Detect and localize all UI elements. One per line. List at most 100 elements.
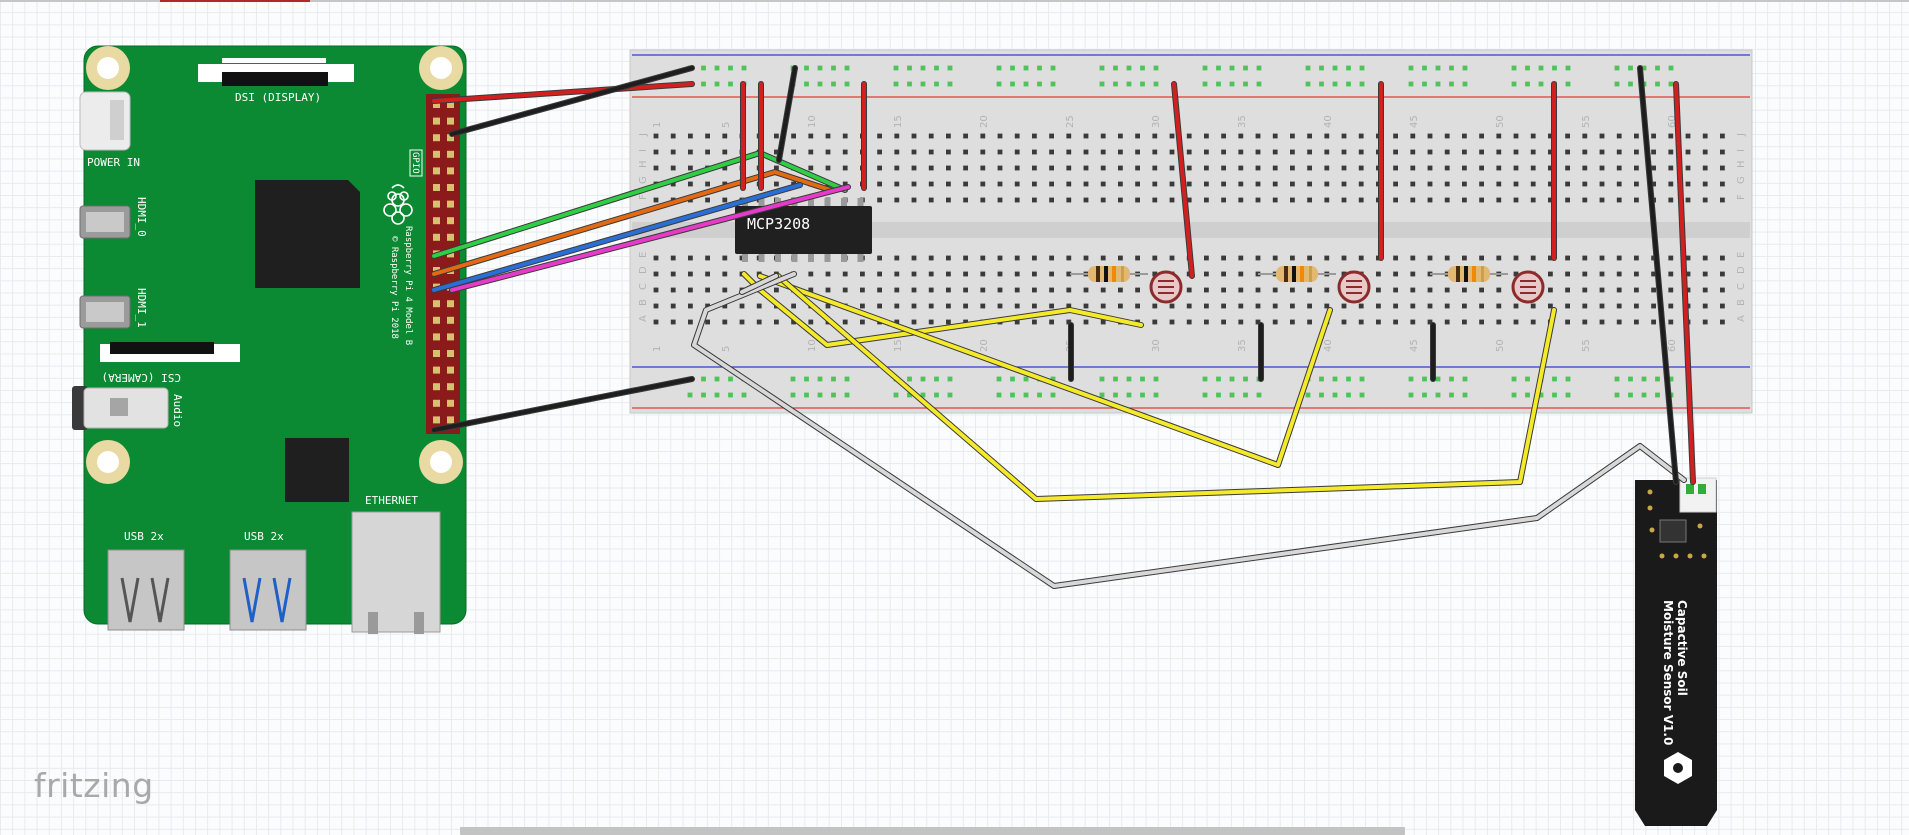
wire-spi-magenta[interactable] (450, 185, 850, 292)
breadboard-hole (1324, 197, 1330, 203)
breadboard-hole (1427, 181, 1433, 187)
wire-signal[interactable] (758, 274, 1332, 467)
wire-ground[interactable] (432, 377, 694, 432)
wire-analog[interactable] (692, 272, 1686, 588)
breadboard-hole (1628, 392, 1633, 398)
breadboard-hole (1307, 255, 1312, 261)
resistor[interactable] (1070, 266, 1148, 282)
photoresistor-icon[interactable] (1337, 270, 1371, 304)
breadboard-hole (1358, 133, 1364, 139)
breadboard-hole (1135, 181, 1140, 187)
breadboard-hole (1324, 181, 1330, 187)
breadboard-hole (1616, 197, 1622, 203)
column-number: 10 (807, 115, 818, 128)
breadboard-hole (1462, 303, 1467, 309)
horizontal-scrollbar[interactable] (460, 827, 1405, 835)
row-letter: D (638, 266, 649, 274)
wire-analog[interactable] (740, 274, 778, 294)
breadboard-hole (1410, 271, 1416, 277)
wire-sensor-ground[interactable] (1638, 66, 1678, 484)
breadboard-hole (728, 81, 733, 87)
breadboard-hole (963, 319, 968, 325)
breadboard-hole (1616, 149, 1622, 155)
breadboard-hole (1462, 319, 1467, 325)
photoresistor-icon[interactable] (1149, 270, 1183, 304)
breadboard-hole (1050, 376, 1056, 382)
breadboard-hole (714, 392, 720, 398)
breadboard-hole (963, 197, 968, 203)
breadboard-hole (670, 133, 676, 139)
wire-spi-orange[interactable] (432, 170, 832, 276)
breadboard-hole (1204, 271, 1209, 277)
breadboard-hole (1565, 149, 1570, 155)
breadboard-hole (808, 287, 814, 293)
breadboard-hole (947, 392, 953, 398)
breadboard-hole (1221, 181, 1226, 187)
resistor[interactable] (1258, 266, 1336, 282)
usb3-port (229, 549, 307, 631)
breadboard-hole (1307, 133, 1312, 139)
breadboard-hole (1255, 255, 1261, 261)
soil-moisture-sensor[interactable]: Capactive Soil Moisture Sensor V1.0 (1635, 477, 1717, 826)
breadboard-hole (1216, 392, 1221, 398)
breadboard-hole (1066, 319, 1072, 325)
breadboard-hole (1255, 287, 1261, 293)
wire-ground[interactable] (450, 66, 694, 136)
breadboard-hole (1290, 181, 1295, 187)
sensor-label-line2: Moisture Sensor V1.0 (1661, 600, 1675, 745)
gpio-pin (447, 383, 454, 391)
breadboard-hole (804, 392, 809, 398)
row-letter: J (638, 133, 649, 137)
wires[interactable] (431, 65, 1696, 589)
raspberry-pi-board[interactable]: DSI (DISPLAY) POWER IN HDMI_0 HDMI_1 CSI… (72, 45, 467, 634)
breadboard-hole (1582, 133, 1588, 139)
breadboard-hole (842, 319, 848, 325)
photoresistor-icon[interactable] (1511, 270, 1545, 304)
breadboard-hole (1290, 319, 1295, 325)
breadboard-hole (1582, 181, 1588, 187)
breadboard-hole (1525, 392, 1530, 398)
wire-signal[interactable] (776, 274, 1556, 501)
breadboard-hole (1548, 149, 1553, 155)
breadboard-hole (728, 392, 733, 398)
breadboard-hole (1324, 255, 1330, 261)
breadboard-hole (705, 287, 710, 293)
breadboard-hole (1427, 303, 1433, 309)
breadboard-hole (1256, 392, 1262, 398)
hdmi1-label: HDMI_1 (135, 288, 148, 328)
sensor-logo-icon (1664, 752, 1692, 784)
breadboard-hole (705, 319, 710, 325)
resistor[interactable] (1430, 266, 1508, 282)
breadboard-hole (1032, 303, 1037, 309)
breadboard-hole (1496, 303, 1502, 309)
breadboard-hole (894, 181, 900, 187)
breadboard-hole (1083, 255, 1089, 261)
breadboard-hole (1152, 181, 1158, 187)
breadboard-hole (653, 303, 659, 309)
breadboard-hole (963, 149, 968, 155)
gpio-pin (433, 300, 440, 308)
breadboard-hole (1204, 255, 1209, 261)
mcp3208-chip[interactable]: MCP3208 (735, 198, 872, 262)
breadboard-hole (1393, 149, 1398, 155)
sensor-pad (1673, 553, 1679, 559)
breadboard-hole (1140, 81, 1145, 87)
breadboard-hole (1410, 165, 1416, 171)
breadboard-hole (1685, 149, 1691, 155)
wire-sensor-power[interactable] (1674, 82, 1695, 484)
breadboard-hole (1565, 255, 1570, 261)
wire-power[interactable] (432, 82, 694, 103)
breadboard-hole (1530, 319, 1536, 325)
gpio-pin (433, 217, 440, 225)
wire-power-jumper[interactable] (1172, 82, 1194, 278)
breadboard-hole (842, 181, 848, 187)
wire-spi-blue[interactable] (432, 183, 802, 292)
breadboard-hole (1319, 392, 1324, 398)
breadboard-hole (722, 165, 728, 171)
breadboard-hole (808, 149, 814, 155)
breadboard-hole (1272, 133, 1278, 139)
wire-ground-jumper[interactable] (777, 66, 797, 162)
gpio-pin (447, 416, 454, 424)
